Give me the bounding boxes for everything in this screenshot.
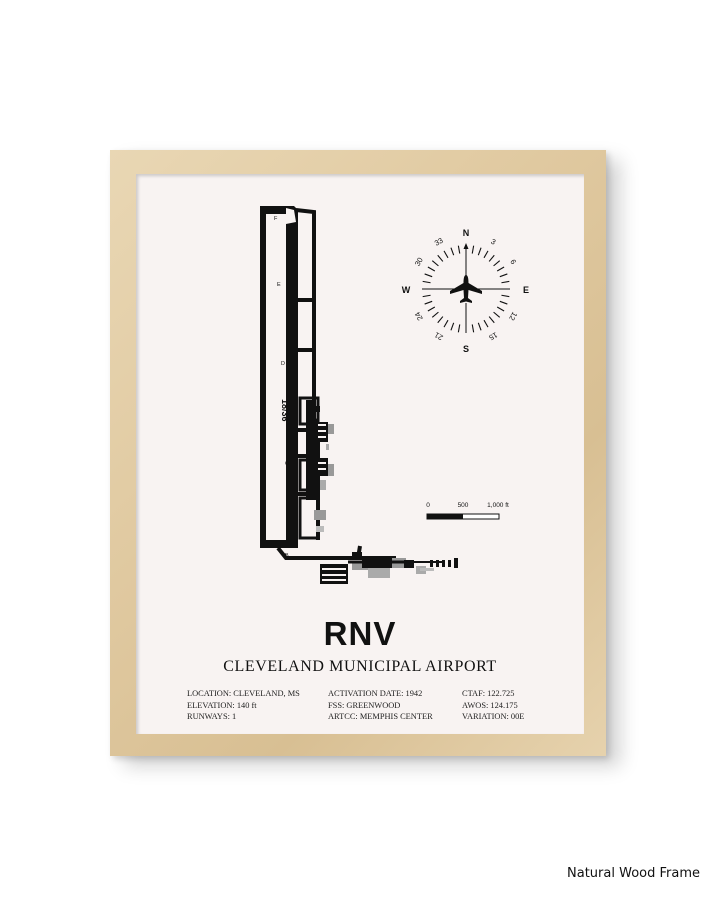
compass-tick: [427, 306, 436, 312]
compass-33: 33: [433, 236, 445, 248]
info-fss: FSS: GREENWOOD: [328, 700, 401, 710]
compass-tick: [499, 273, 508, 278]
compass-tick: [443, 319, 449, 328]
compass-24: 24: [413, 310, 425, 322]
scale-label-1000: 1,000 ft: [487, 502, 509, 509]
compass-rose: N E S W 3 6 12 15 21 24 30 33: [402, 228, 529, 354]
taxiway-label-a-south: A: [298, 492, 302, 498]
compass-tick: [431, 260, 439, 267]
compass-tick: [499, 300, 508, 305]
compass-tick: [457, 245, 461, 254]
info-artcc: ARTCC: MEMPHIS CENTER: [328, 712, 433, 721]
north-arrow-icon: [463, 243, 469, 249]
runway-label: 18/36: [280, 399, 290, 422]
airport-diagram: 18/36: [260, 206, 529, 584]
compass-tick: [422, 280, 431, 284]
taxiway-label-b-west: B: [285, 553, 289, 559]
compass-tick: [437, 254, 444, 262]
compass-tick: [493, 260, 501, 267]
info-runways: RUNWAYS: 1: [187, 712, 237, 721]
compass-tick: [450, 247, 455, 256]
compass-tick: [496, 266, 505, 272]
compass-tick: [437, 316, 444, 324]
taxiway-label-d: D: [281, 361, 285, 367]
compass-w: W: [402, 285, 411, 295]
airport-name: CLEVELAND MUNICIPAL AIRPORT: [223, 658, 497, 675]
compass-tick: [427, 266, 436, 272]
runway: [260, 206, 298, 548]
info-ctaf: CTAF: 122.725: [462, 689, 515, 698]
taxiway-label-c: C: [285, 461, 289, 467]
apron: [306, 400, 334, 532]
info-location: LOCATION: CLEVELAND, MS: [187, 689, 300, 698]
picture-frame: 18/36: [110, 150, 606, 756]
scale-label-500: 500: [458, 502, 469, 509]
compass-tick: [496, 306, 505, 312]
compass-tick: [493, 311, 501, 318]
info-column-1: LOCATION: CLEVELAND, MS ELEVATION: 140 f…: [187, 688, 300, 723]
compass-15: 15: [487, 330, 499, 342]
scale-bar: 0 500 1,000 ft: [426, 502, 509, 520]
compass-tick: [422, 294, 431, 298]
compass-e: E: [523, 285, 529, 295]
compass-tick: [431, 311, 439, 318]
compass-6: 6: [508, 258, 518, 266]
compass-tick: [471, 245, 475, 254]
compass-tick: [488, 254, 495, 262]
compass-tick: [477, 322, 482, 331]
info-activation-date: ACTIVATION DATE: 1942: [328, 689, 423, 698]
compass-tick: [450, 322, 455, 331]
compass-3: 3: [489, 237, 497, 247]
compass-12: 12: [507, 310, 519, 322]
compass-tick: [483, 250, 489, 259]
taxiway-label-e: E: [277, 282, 281, 288]
scale-label-0: 0: [426, 502, 430, 509]
info-column-2: ACTIVATION DATE: 1942 FSS: GREENWOOD ART…: [328, 688, 433, 723]
south-ramp: [320, 552, 458, 584]
compass-30: 30: [413, 256, 425, 268]
compass-tick: [443, 250, 449, 259]
compass-tick: [424, 300, 433, 305]
taxiway-label-b-east: B: [352, 552, 356, 558]
taxiway-label-a-north: A: [288, 251, 292, 257]
airport-code: RNV: [323, 615, 397, 652]
airplane-icon: [450, 275, 482, 303]
info-elevation: ELEVATION: 140 ft: [187, 700, 257, 710]
info-variation: VARIATION: 00E: [462, 712, 525, 721]
compass-tick: [483, 319, 489, 328]
taxiway-label-f: F: [274, 216, 278, 222]
compass-tick: [471, 324, 475, 333]
compass-tick: [424, 273, 433, 278]
compass-tick: [457, 324, 461, 333]
compass-tick: [477, 247, 482, 256]
info-column-3: CTAF: 122.725 AWOS: 124.175 VARIATION: 0…: [462, 688, 524, 723]
compass-tick: [501, 294, 510, 298]
compass-n: N: [463, 228, 470, 238]
compass-tick: [488, 316, 495, 324]
compass-s: S: [463, 344, 469, 354]
info-awos: AWOS: 124.175: [462, 700, 518, 710]
poster-mat: 18/36: [136, 174, 584, 734]
compass-21: 21: [433, 330, 445, 342]
frame-caption: Natural Wood Frame: [567, 866, 700, 881]
compass-tick: [501, 280, 510, 284]
